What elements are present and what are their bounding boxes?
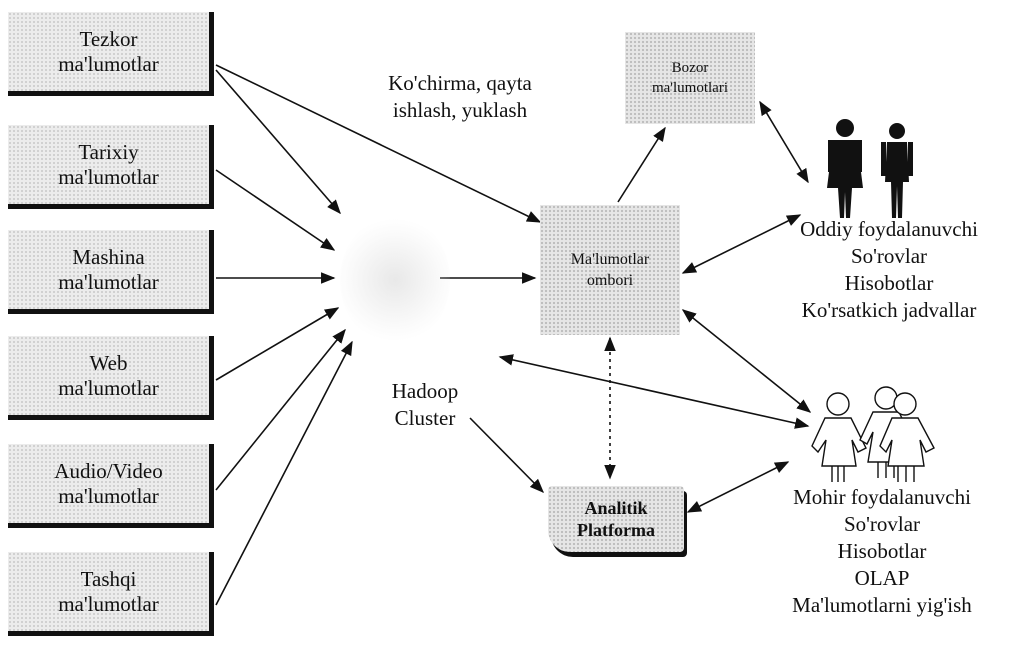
analytic-line1: Analitik (584, 498, 648, 518)
analytic-line2: Platforma (577, 520, 655, 540)
source-line1: Audio/Video (54, 458, 163, 483)
expert-user-title: Mohir foydalanuvchi (793, 485, 971, 509)
market-data: Bozor ma'lumotlari (625, 32, 755, 124)
source-line2: ma'lumotlar (58, 483, 159, 508)
source-machine-data: Mashina ma'lumotlar (8, 230, 214, 314)
ordinary-user-item: Hisobotlar (844, 271, 934, 295)
source-realtime-data: Tezkor ma'lumotlar (8, 12, 214, 96)
source-line1: Tarixiy (78, 139, 139, 164)
hadoop-line1: Hadoop (391, 379, 459, 403)
hadoop-cluster-cloud (340, 215, 450, 345)
arrow-analytic-expert (686, 461, 790, 513)
expert-user-item: Ma'lumotlarni yig'ish (792, 593, 972, 617)
arrow-warehouse-expert (681, 309, 812, 413)
arrow-realtime-to-hadoop (215, 69, 341, 215)
source-line2: ma'lumotlar (58, 375, 159, 400)
source-line1: Tashqi (80, 566, 137, 591)
source-line1: Tezkor (79, 26, 138, 51)
etl-label: Ko'chirma, qayta ishlash, yuklash (360, 70, 560, 124)
arrow-market-ordinary (759, 100, 809, 184)
arrow-audio-to-hadoop (215, 328, 346, 491)
source-line2: ma'lumotlar (58, 591, 159, 616)
ordinary-user-label: Oddiy foydalanuvchi So'rovlar Hisobotlar… (770, 216, 1008, 324)
arrow-historical-to-hadoop (215, 169, 336, 251)
arrow-external-to-hadoop (215, 340, 353, 606)
arrow-hadoop-to-analytic (469, 417, 545, 494)
expert-user-label: Mohir foydalanuvchi So'rovlar Hisobotlar… (762, 484, 1002, 619)
source-line2: ma'lumotlar (58, 51, 159, 76)
source-external-data: Tashqi ma'lumotlar (8, 552, 214, 636)
ordinary-user-title: Oddiy foydalanuvchi (800, 217, 978, 241)
analytic-platform: Analitik Platforma (548, 486, 684, 552)
arrow-hadoop-expert (498, 354, 810, 429)
etl-line2: ishlash, yuklash (392, 98, 528, 122)
arrow-warehouse-ordinary (681, 214, 802, 274)
market-line1: Bozor (671, 60, 709, 76)
source-line1: Web (89, 350, 128, 375)
source-line1: Mashina (72, 244, 145, 269)
expert-user-item: OLAP (854, 566, 910, 590)
arrow-realtime-to-warehouse (215, 64, 542, 223)
source-historical-data: Tarixiy ma'lumotlar (8, 125, 214, 209)
expert-user-item: Hisobotlar (837, 539, 927, 563)
ordinary-user-item: So'rovlar (850, 244, 928, 268)
source-line2: ma'lumotlar (58, 164, 159, 189)
hadoop-line2: Cluster (394, 406, 456, 430)
warehouse-line1: Ma'lumotlar (570, 251, 650, 268)
arrow-warehouse-to-market (617, 126, 666, 203)
market-line2: ma'lumotlari (651, 80, 729, 96)
warehouse-line2: ombori (586, 272, 634, 289)
etl-line1: Ko'chirma, qayta (388, 71, 532, 95)
ordinary-user-item: Ko'rsatkich jadvallar (801, 298, 977, 322)
source-audio-video-data: Audio/Video ma'lumotlar (8, 444, 214, 528)
source-web-data: Web ma'lumotlar (8, 336, 214, 420)
expert-user-item: So'rovlar (843, 512, 921, 536)
data-warehouse: Ma'lumotlar ombori (540, 205, 680, 335)
arrow-web-to-hadoop (215, 307, 340, 381)
hadoop-cluster-label: Hadoop Cluster (370, 378, 480, 432)
ordinary-users-icon (827, 119, 913, 218)
expert-users-icon (811, 386, 935, 482)
source-line2: ma'lumotlar (58, 269, 159, 294)
